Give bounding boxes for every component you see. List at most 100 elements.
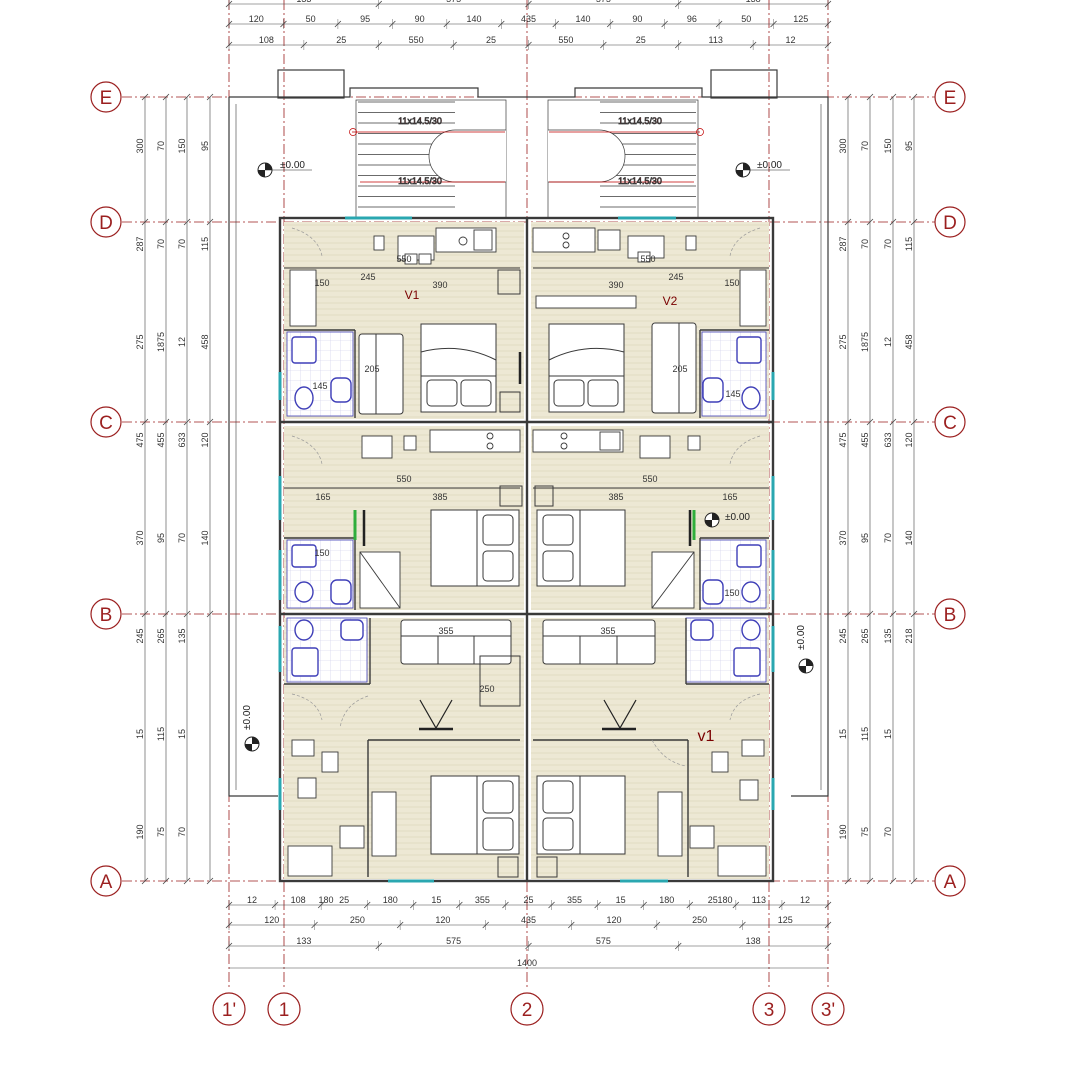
- dim-label: 70: [156, 141, 166, 151]
- dim-tick: [183, 93, 191, 101]
- dim-tick: [162, 418, 170, 426]
- svg-text:D: D: [99, 213, 113, 234]
- dim-label: 120: [607, 915, 622, 925]
- grid-bubble-C-left: C: [90, 406, 122, 438]
- interior-dim-label: 550: [396, 474, 411, 484]
- dim-tick: [866, 610, 874, 618]
- toilet-icon: [741, 386, 761, 410]
- dim-label: 70: [883, 533, 893, 543]
- dim-label: 15: [883, 729, 893, 739]
- dim-label: 140: [575, 14, 590, 24]
- svg-text:11x14.5/30: 11x14.5/30: [398, 116, 442, 126]
- dim-label: 70: [156, 239, 166, 249]
- dim-tick: [183, 877, 191, 885]
- dim-label: 120: [904, 432, 914, 447]
- dim-label: 15: [135, 729, 145, 739]
- bed-icon: [430, 509, 520, 587]
- svg-text:B: B: [100, 605, 113, 626]
- grid-bubble-A-left: A: [90, 865, 122, 897]
- dim-label: 575: [446, 0, 461, 4]
- dim-label: 70: [860, 239, 870, 249]
- dim-label: 475: [838, 432, 848, 447]
- dim-label: 25: [708, 895, 718, 905]
- svg-text:±0.00: ±0.00: [757, 160, 782, 171]
- dim-tick: [844, 877, 852, 885]
- dim-tick: [866, 93, 874, 101]
- dim-label: 95: [360, 14, 370, 24]
- dim-label: 90: [632, 14, 642, 24]
- dim-label: 115: [904, 237, 914, 251]
- dim-total: 1400: [517, 958, 537, 968]
- svg-text:11x14.5/30: 11x14.5/30: [618, 116, 662, 126]
- sofa-icon: [358, 333, 404, 415]
- dim-label: 300: [838, 138, 848, 153]
- sink-icon: [702, 579, 724, 605]
- bed-icon: [536, 509, 626, 587]
- elevation-markers: ±0.00 ±0.00 ±0.00 ±0.00 ±0.00: [242, 160, 814, 752]
- dim-label: 455: [156, 432, 166, 447]
- dim-tick: [141, 218, 149, 226]
- dim-label: 190: [838, 824, 848, 839]
- toilet-icon: [741, 619, 761, 641]
- dim-label: 25: [636, 35, 646, 45]
- grid-bubble-B-left: B: [90, 598, 122, 630]
- dim-label: 25: [339, 895, 349, 905]
- dim-label: 95: [860, 533, 870, 543]
- interior-dim-label: 205: [672, 364, 687, 374]
- dim-tick: [889, 218, 897, 226]
- dim-tick: [889, 418, 897, 426]
- shower-icon: [733, 647, 761, 677]
- dim-label: 550: [558, 35, 573, 45]
- svg-text:±0.00: ±0.00: [796, 625, 807, 650]
- bed-icon: [536, 775, 626, 855]
- dim-label: 458: [200, 334, 210, 349]
- dim-label: 1875: [860, 332, 870, 352]
- grid-column-bubbles: 1' 1 2 3 3': [212, 992, 845, 1026]
- interior-dim-label: 180: [318, 895, 333, 905]
- dim-label: 370: [838, 530, 848, 545]
- tv-units: [362, 352, 692, 731]
- dim-label: 245: [838, 628, 848, 643]
- dim-label: 355: [567, 895, 582, 905]
- svg-text:2: 2: [522, 1000, 533, 1021]
- interior-dim-label: 180: [717, 895, 732, 905]
- toilet-icon: [741, 581, 761, 603]
- dim-label: 135: [883, 628, 893, 643]
- room-label-v1-bottom: v1: [698, 728, 715, 745]
- dim-label: 180: [659, 895, 674, 905]
- svg-text:1: 1: [279, 1000, 290, 1021]
- dim-label: 275: [135, 334, 145, 349]
- interior-dim-label: 390: [432, 280, 447, 290]
- dim-label: 70: [177, 239, 187, 249]
- interior-dim-label: 250: [479, 684, 494, 694]
- svg-text:1': 1': [222, 1000, 236, 1021]
- interior-dim-label: 245: [668, 272, 683, 282]
- grid-bubble-3: 3: [752, 992, 786, 1026]
- kitchen-counters: [287, 227, 767, 877]
- beds: [420, 323, 626, 855]
- dim-label: 95: [156, 533, 166, 543]
- svg-text:3': 3': [821, 1000, 835, 1021]
- interior-dim-label: 550: [396, 254, 411, 264]
- interior-dim-label: 385: [432, 492, 447, 502]
- dim-label: 355: [475, 895, 490, 905]
- dim-label: 550: [409, 35, 424, 45]
- grid-bubble-D-left: D: [90, 206, 122, 238]
- interior-dim-label: 145: [725, 389, 740, 399]
- grid-bubble-2: 2: [510, 992, 544, 1026]
- dim-label: 95: [904, 141, 914, 151]
- dim-label: 287: [135, 236, 145, 251]
- room-label-v1: V1: [405, 288, 420, 302]
- dim-label: 15: [616, 895, 626, 905]
- dim-label: 138: [746, 936, 761, 946]
- bed-icon: [430, 775, 520, 855]
- shower-icon: [291, 336, 317, 364]
- dim-label: 135: [177, 628, 187, 643]
- toilet-icon: [294, 581, 314, 603]
- dim-tick: [141, 418, 149, 426]
- dim-label: 250: [692, 915, 707, 925]
- toilet-icon: [294, 619, 314, 641]
- svg-text:11x14.5/30: 11x14.5/30: [618, 176, 662, 186]
- room-label-v2: V2: [663, 294, 678, 308]
